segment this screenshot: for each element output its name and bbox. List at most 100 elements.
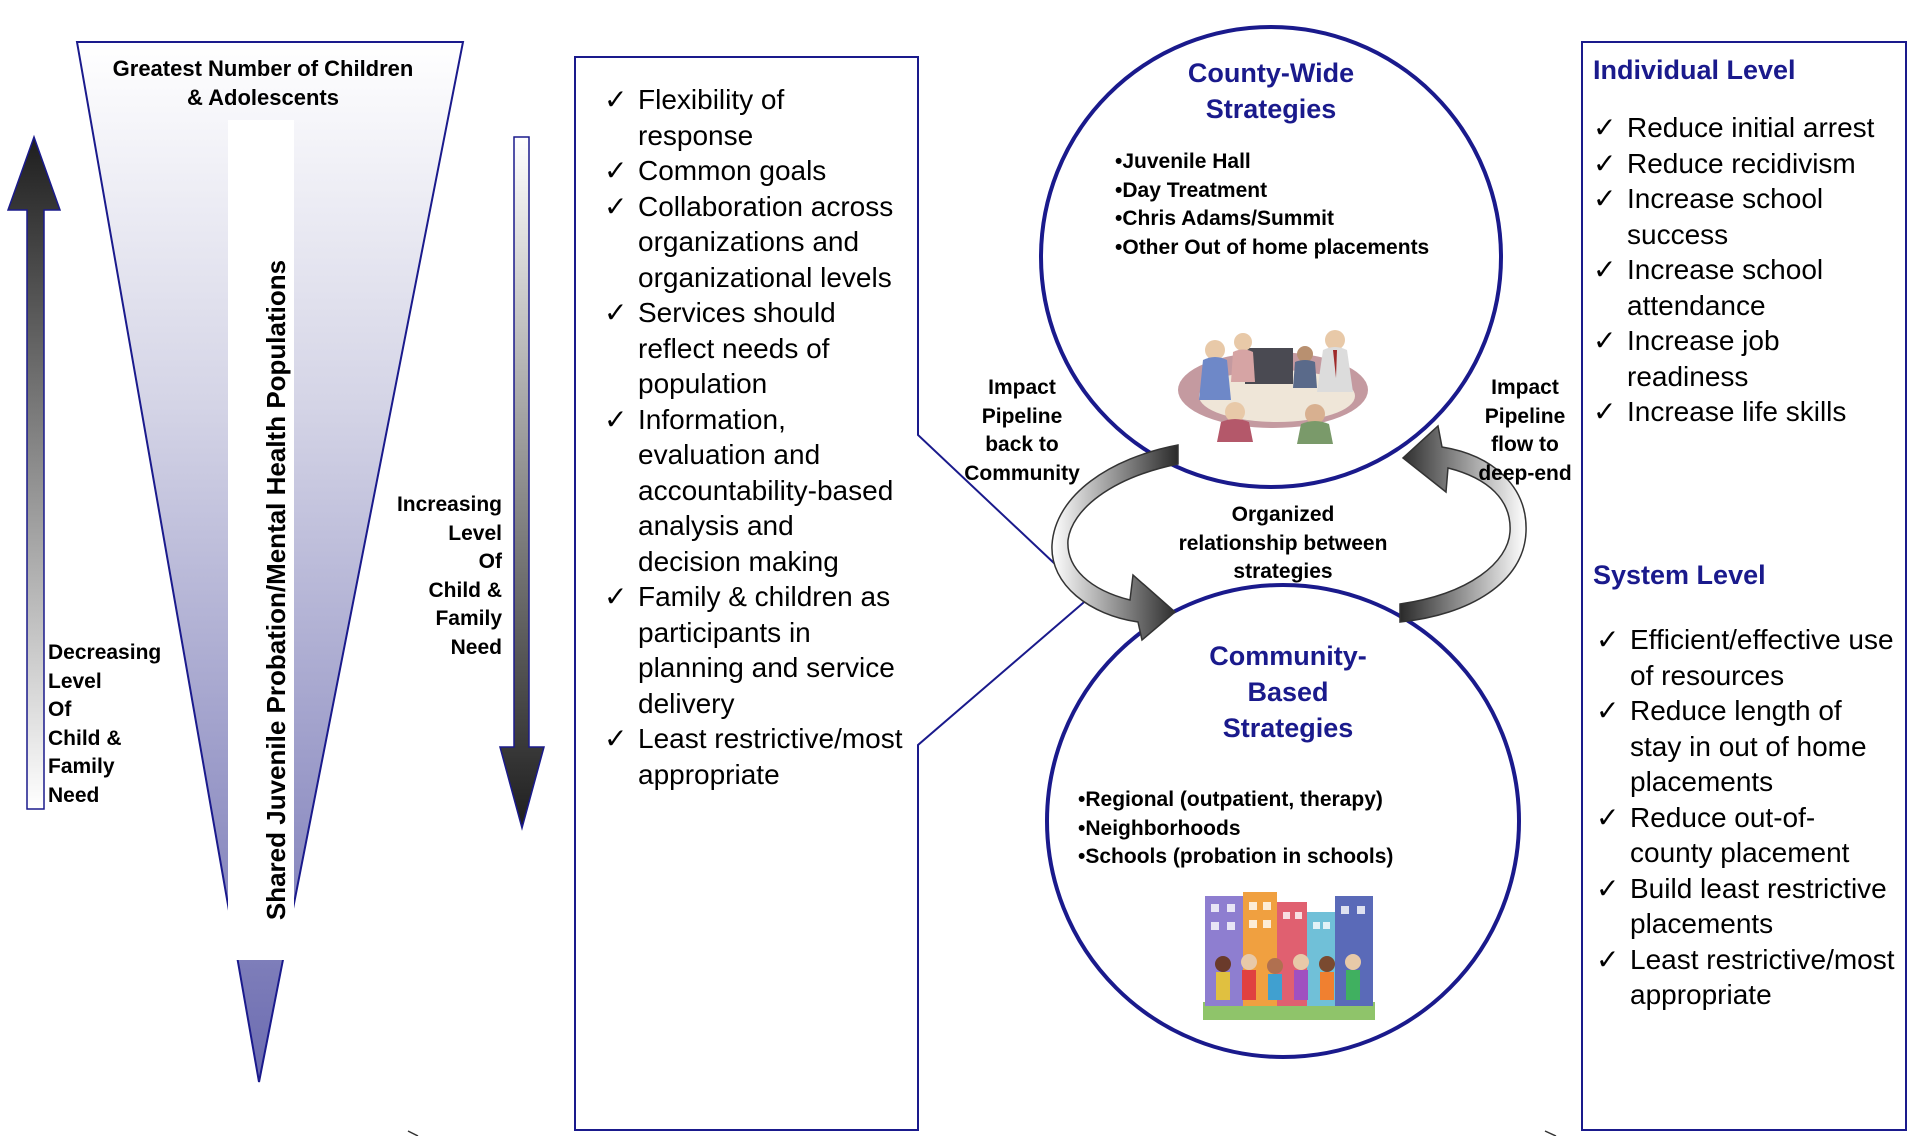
community-based-item: •Schools (probation in schools) — [1078, 845, 1394, 868]
outcome-item: ✓Build least restrictive placements — [1596, 871, 1896, 942]
outcome-item: ✓ Increase job readiness — [1593, 323, 1893, 394]
label-line: Increasing — [396, 493, 502, 516]
outcome-item: ✓ Increase school success — [1593, 181, 1893, 252]
principle-item: ✓ Family & children as participants in pl… — [604, 579, 904, 721]
principle-text: Flexibility of response — [638, 84, 785, 151]
item-text: Regional (outpatient, therapy) — [1085, 788, 1383, 811]
check-icon: ✓ — [604, 580, 628, 613]
funnel-vertical-label: Shared Juvenile Probation/Mental Health … — [261, 259, 291, 921]
label-line: Impact — [1491, 376, 1559, 399]
county-wide-circle — [1039, 25, 1503, 489]
outcome-text: Increase school success — [1627, 183, 1824, 250]
label-line: Impact — [988, 376, 1056, 399]
organized-relationship-label: Organized relationship between strategie… — [1143, 501, 1423, 587]
principle-item: ✓ Least restrictive/most appropriate — [604, 721, 904, 792]
individual-level-list: ✓Reduce initial arrest ✓Reduce recidivis… — [1593, 110, 1893, 430]
label-line: back to — [985, 433, 1059, 456]
principle-item: ✓ Common goals — [604, 153, 904, 189]
county-wide-item: •Chris Adams/Summit — [1115, 207, 1334, 230]
county-wide-item: •Day Treatment — [1115, 178, 1268, 202]
principle-text: Common goals — [638, 155, 827, 186]
principles-callout-box — [574, 56, 1092, 1131]
label-line: Of — [48, 698, 72, 721]
outcome-text: Reduce out-of-county placement — [1630, 801, 1850, 869]
item-text: Other Out of home placements — [1122, 235, 1430, 259]
outcome-item: ✓Efficient/effective use of resources — [1596, 622, 1896, 693]
individual-level-heading: Individual Level — [1593, 55, 1796, 85]
increasing-need-label: Increasing Level Of Child & Family Need — [360, 491, 502, 662]
check-icon: ✓ — [1593, 253, 1617, 286]
principle-item: ✓ Services should reflect needs of popula… — [604, 295, 904, 402]
outcome-text: Increase school attendance — [1627, 254, 1824, 321]
label-line: Child & — [48, 726, 122, 750]
outcome-item: ✓ Increase life skills — [1593, 394, 1893, 430]
funnel-title: Greatest Number of Children & Adolescent… — [88, 54, 438, 112]
bottom-left-mark — [407, 1130, 419, 1136]
check-icon: ✓ — [1596, 800, 1620, 834]
check-icon: ✓ — [1593, 111, 1617, 144]
principle-text: Information, evaluation and accountabili… — [638, 403, 894, 577]
check-icon: ✓ — [604, 722, 628, 755]
label-line: Organized — [1231, 503, 1335, 526]
outcome-item: ✓Reduce initial arrest — [1593, 110, 1893, 146]
check-icon: ✓ — [604, 296, 628, 329]
label-line: Level — [48, 669, 102, 693]
label-line: relationship between — [1178, 531, 1388, 555]
community-based-title: Community- Based Strategies — [1123, 638, 1453, 746]
outcomes-box — [1581, 41, 1907, 1131]
check-icon: ✓ — [1593, 182, 1617, 215]
label-line: Level — [448, 521, 502, 545]
title-line: Strategies — [1222, 713, 1354, 743]
outcome-item: ✓ Least restrictive/most appropriate — [1596, 942, 1896, 1013]
title-line: Based — [1247, 677, 1329, 707]
check-icon: ✓ — [1596, 694, 1620, 727]
funnel-title-line: & Adolescents — [186, 85, 339, 110]
check-icon: ✓ — [604, 189, 628, 223]
check-icon: ✓ — [1593, 324, 1617, 357]
community-based-item: •Neighborhoods — [1078, 816, 1241, 840]
label-line: Pipeline — [1484, 404, 1566, 428]
check-icon: ✓ — [1593, 146, 1617, 180]
outcome-item: ✓ Reduce out-of-county placement — [1596, 800, 1896, 871]
decreasing-need-arrow — [6, 134, 62, 810]
outcome-text: Increase job readiness — [1627, 325, 1780, 392]
county-wide-item: •Other Out of home placements — [1115, 235, 1430, 259]
label-line: strategies — [1233, 560, 1333, 583]
label-line: Child & — [428, 578, 503, 602]
label-line: Need — [48, 783, 100, 807]
check-icon: ✓ — [1596, 871, 1620, 905]
pipeline-deep-end-label: Impact Pipeline flow to deep-end — [1455, 374, 1595, 488]
system-level-heading: System Level — [1593, 560, 1766, 590]
check-icon: ✓ — [1593, 395, 1617, 428]
check-icon: ✓ — [604, 402, 628, 436]
item-text: Schools (probation in schools) — [1085, 845, 1394, 868]
item-text: Day Treatment — [1122, 178, 1268, 202]
label-line: flow to — [1491, 433, 1559, 456]
label-line: Need — [450, 635, 502, 659]
principle-item: ✓Collaboration across organizations and … — [604, 189, 904, 296]
principle-text: Least restrictive/most appropriate — [638, 723, 903, 790]
outcome-item: ✓ Reduce length of stay in out of home pl… — [1596, 693, 1896, 800]
outcome-text: Reduce length of stay in out of home pla… — [1630, 695, 1867, 797]
label-line: deep-end — [1478, 461, 1572, 485]
county-wide-list: •Juvenile Hall •Day Treatment •Chris Ada… — [1115, 148, 1429, 262]
item-text: Chris Adams/Summit — [1122, 207, 1334, 230]
outcome-item: ✓Reduce recidivism — [1593, 146, 1893, 182]
county-wide-item: •Juvenile Hall — [1115, 150, 1251, 173]
outcome-text: Efficient/effective use of resources — [1630, 624, 1894, 691]
check-icon: ✓ — [604, 83, 628, 116]
principle-text: Family & children as participants in pla… — [638, 581, 895, 719]
meeting-clipart — [1178, 330, 1368, 444]
label-line: Of — [478, 550, 502, 573]
check-icon: ✓ — [1596, 942, 1620, 976]
check-icon: ✓ — [604, 154, 628, 187]
label-line: Family — [435, 607, 502, 630]
principle-text: Services should reflect needs of populat… — [638, 297, 836, 399]
title-line: Community- — [1209, 641, 1367, 671]
outcome-text: Least restrictive/most appropriate — [1630, 943, 1895, 1011]
label-line: Community — [964, 461, 1080, 485]
outcome-text: Increase life skills — [1627, 396, 1847, 427]
principle-item: ✓ Information, evaluation and accountabil… — [604, 402, 904, 580]
bottom-right-mark — [1544, 1130, 1557, 1136]
